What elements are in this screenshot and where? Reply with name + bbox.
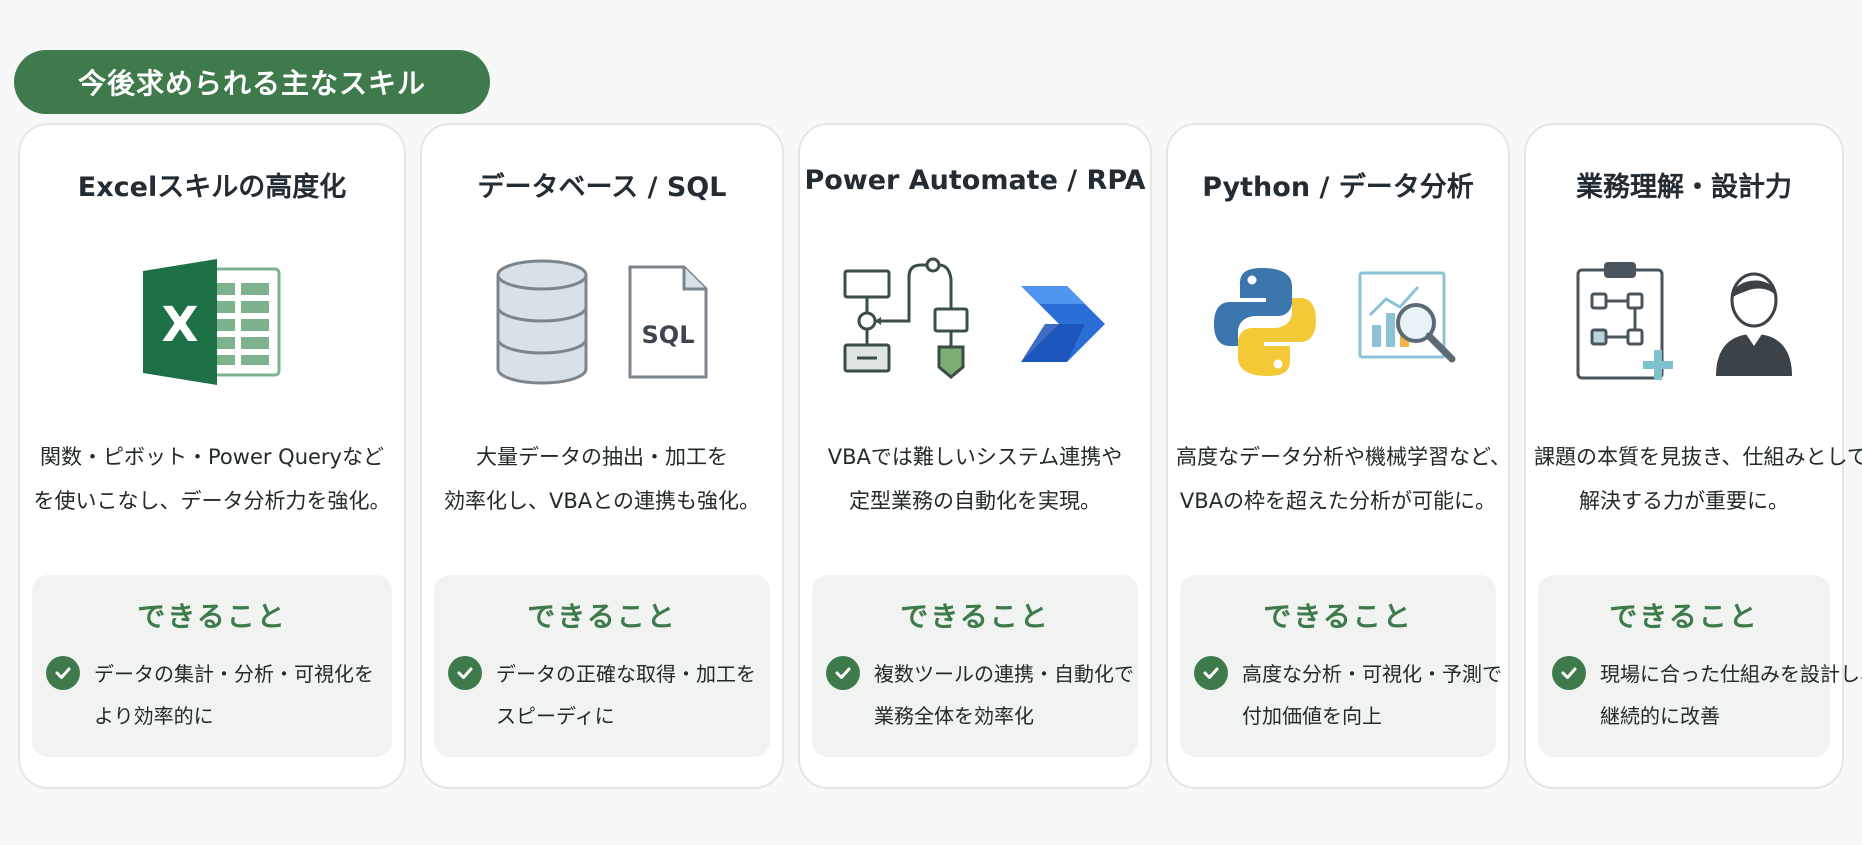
can-do-title: できること: [1263, 600, 1413, 633]
sql-file-icon: SQL: [628, 265, 708, 379]
skill-card-business-design: 業務理解・設計力 課題の本質を見: [1524, 123, 1862, 789]
person-icon: [1716, 272, 1792, 376]
check-icon: [1194, 656, 1228, 690]
section-title-pill: 今後求められる主なスキル: [14, 50, 490, 114]
can-do-box: できること データの集計・分析・可視化を より効率的に: [32, 575, 392, 757]
card-desc-line: 高度なデータ分析や機械学習など、: [1176, 445, 1511, 469]
card-title: Power Automate / RPA: [804, 165, 1146, 196]
check-icon: [826, 656, 860, 690]
check-icon: [1552, 656, 1586, 690]
can-do-box: できること 複数ツールの連携・自動化で 業務全体を効率化: [812, 575, 1138, 757]
can-do-title: できること: [137, 600, 287, 633]
database-icon: [496, 259, 588, 385]
card-title: Excelスキルの高度化: [77, 172, 347, 203]
clipboard-diagram-icon: [1576, 262, 1673, 380]
excel-icon: X: [143, 259, 281, 385]
chart-magnifier-icon: [1358, 271, 1456, 363]
card-desc-line: 効率化し、VBAとの連携も強化。: [444, 489, 760, 513]
card-desc-line: 定型業務の自動化を実現。: [849, 489, 1101, 513]
python-icon: [1214, 268, 1316, 376]
card-desc-line: 課題の本質を見抜き、仕組みとして: [1534, 445, 1862, 469]
can-do-title: できること: [900, 600, 1050, 633]
svg-text:X: X: [161, 297, 198, 353]
can-do-text: 複数ツールの連携・自動化で: [874, 662, 1134, 686]
card-desc-line: を使いこなし、データ分析力を強化。: [33, 489, 391, 513]
can-do-box: できること データの正確な取得・加工を スピーディに: [434, 575, 770, 757]
can-do-text: 継続的に改善: [1600, 704, 1720, 728]
card-title: Python / データ分析: [1202, 172, 1474, 203]
skill-card-excel: Excelスキルの高度化 X 関数・ピボット・Power Queryなど を使い…: [18, 123, 406, 789]
flowchart-icon: [843, 257, 969, 379]
card-desc-line: 大量データの抽出・加工を: [476, 445, 728, 469]
power-automate-icon: [1021, 286, 1105, 362]
sql-file-label: SQL: [642, 321, 695, 349]
can-do-text: スピーディに: [496, 704, 615, 728]
check-icon: [448, 656, 482, 690]
can-do-text: 付加価値を向上: [1242, 704, 1382, 728]
can-do-text: データの集計・分析・可視化を: [94, 662, 374, 686]
can-do-text: 業務全体を効率化: [874, 704, 1034, 728]
card-desc-line: VBAでは難しいシステム連携や: [827, 445, 1123, 469]
card-desc-line: VBAの枠を超えた分析が可能に。: [1179, 489, 1497, 513]
card-title: 業務理解・設計力: [1576, 172, 1792, 203]
can-do-text: 高度な分析・可視化・予測で: [1242, 662, 1502, 686]
can-do-text: より効率的に: [94, 704, 214, 728]
card-title: データベース / SQL: [477, 172, 727, 203]
can-do-text: 現場に合った仕組みを設計し、: [1600, 662, 1862, 686]
skill-card-python: Python / データ分析 高度なデータ分析や機械学習など、 VBAの枠を超え…: [1166, 123, 1511, 789]
section-title: 今後求められる主なスキル: [77, 67, 426, 100]
skill-card-sql: データベース / SQL SQL 大量データの抽出・加工を 効率化し、VBAとの…: [420, 123, 784, 789]
can-do-box: できること 現場に合った仕組みを設計し、 継続的に改善: [1538, 575, 1862, 757]
card-desc-line: 関数・ピボット・Power Queryなど: [40, 445, 384, 469]
can-do-text: データの正確な取得・加工を: [496, 662, 756, 686]
can-do-title: できること: [527, 600, 677, 633]
skill-card-power-automate: Power Automate / RPA: [798, 123, 1152, 789]
can-do-title: できること: [1609, 600, 1759, 633]
card-desc-line: 解決する力が重要に。: [1579, 489, 1789, 513]
check-icon: [46, 656, 80, 690]
can-do-box: できること 高度な分析・可視化・予測で 付加価値を向上: [1180, 575, 1502, 757]
